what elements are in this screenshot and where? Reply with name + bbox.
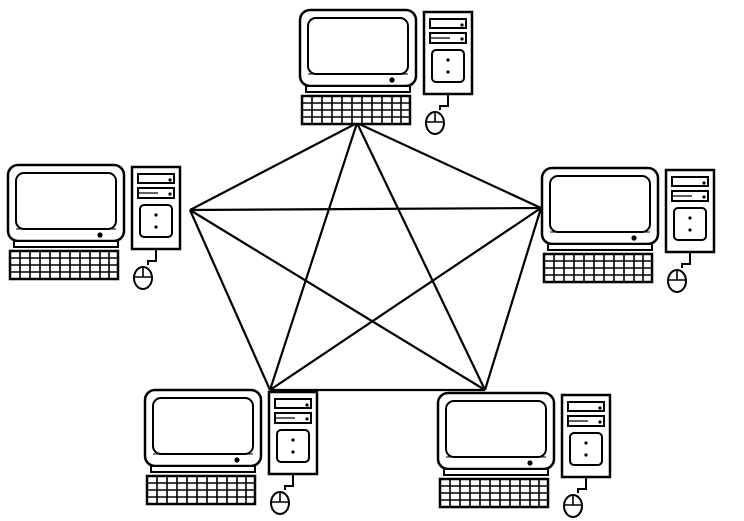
mesh-links: [188, 122, 543, 392]
link-top-left: [189, 122, 358, 211]
desktop-computer-icon: [436, 391, 612, 519]
computer-node-right: [540, 166, 716, 294]
link-top-bottom-left: [268, 122, 359, 391]
computer-node-bottom-right: [436, 391, 612, 519]
link-top-bottom-right: [356, 122, 486, 391]
link-right-bottom-right: [483, 207, 543, 391]
desktop-computer-icon: [540, 166, 716, 294]
desktop-computer-icon: [6, 163, 182, 291]
link-left-bottom-left: [188, 209, 272, 391]
computer-node-bottom-left: [143, 388, 319, 516]
computer-node-top: [298, 8, 474, 136]
link-left-right: [189, 206, 542, 212]
link-left-bottom-right: [189, 209, 486, 391]
computer-node-left: [6, 163, 182, 291]
link-right-bottom-left: [269, 207, 542, 391]
link-top-right: [356, 122, 542, 209]
desktop-computer-icon: [298, 8, 474, 136]
desktop-computer-icon: [143, 388, 319, 516]
